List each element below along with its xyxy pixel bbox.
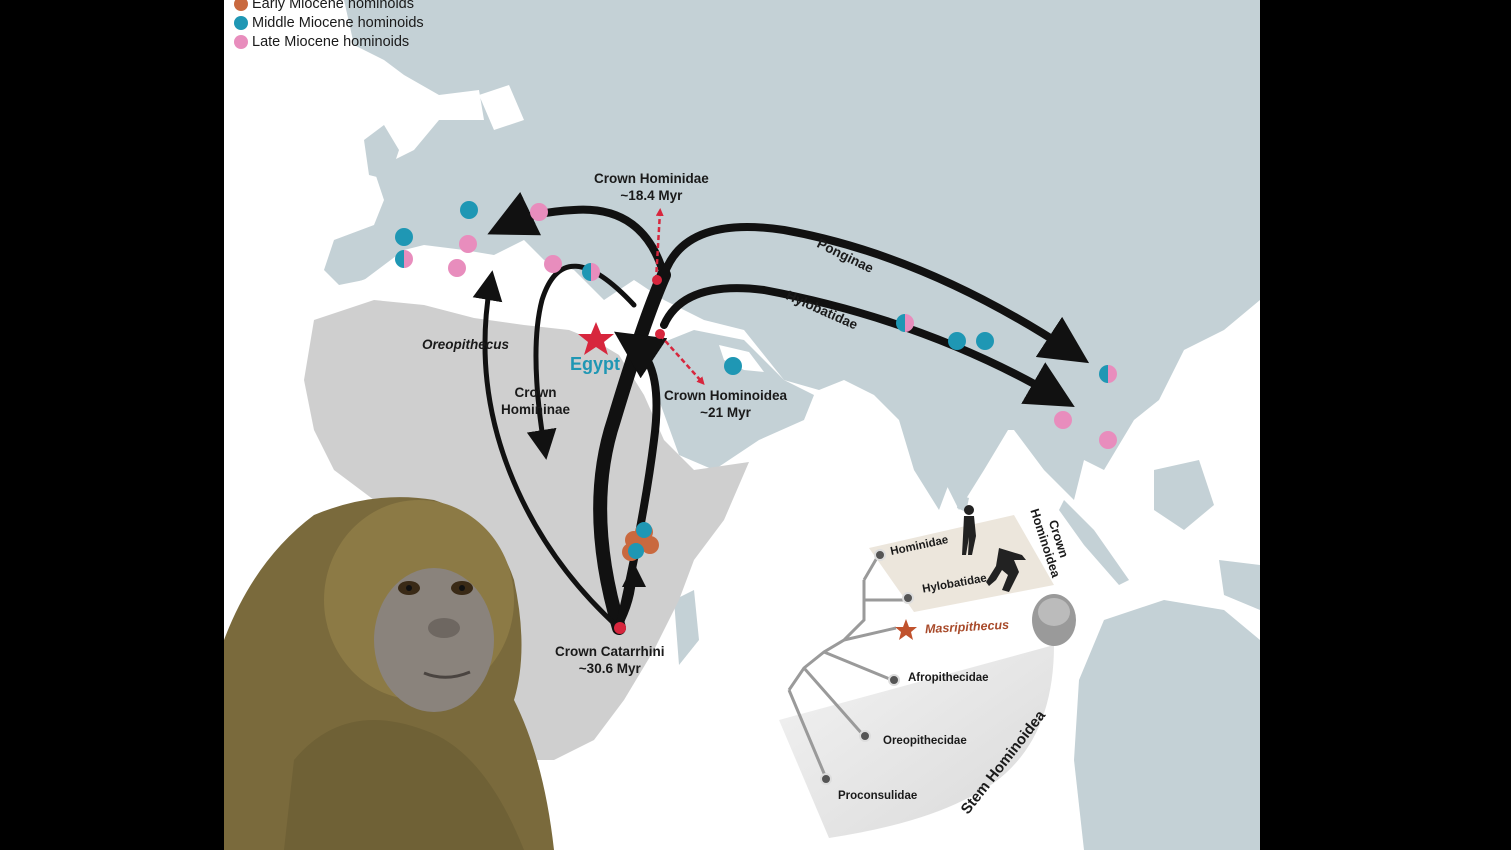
egypt-star-icon <box>578 322 614 355</box>
crown-hominoidea-age: ~21 Myr <box>700 405 751 420</box>
map-canvas <box>224 0 1260 850</box>
route-to-europe <box>487 191 668 279</box>
tree-label-oreopithecidae: Oreopithecidae <box>883 735 967 747</box>
route-ponginae <box>660 223 1090 364</box>
crown-hominidae-label: Crown Hominidae ~18.4 Myr <box>594 170 709 204</box>
crown-hominidae-text: Crown Hominidae <box>594 171 709 186</box>
crown-hominidae-age: ~18.4 Myr <box>620 188 683 203</box>
crown-hominoidea-text: Crown Hominoidea <box>664 388 788 403</box>
madagascar <box>674 590 699 665</box>
masripithecus-skull-icon <box>1032 594 1076 646</box>
india-landmass <box>904 390 1014 510</box>
phylogeny-tree <box>787 555 908 779</box>
australia-landmass <box>1074 600 1260 850</box>
ape-illustration <box>224 497 554 850</box>
tree-label-proconsulidae: Proconsulidae <box>838 790 918 802</box>
africa-landmass <box>304 300 749 760</box>
persian-gulf <box>719 345 764 372</box>
crown-hominoidea-label: Crown Hominoidea ~21 Myr <box>664 387 787 421</box>
tree-nodes <box>820 549 914 785</box>
masripithecus-star-icon <box>895 619 917 640</box>
new-guinea <box>1219 560 1260 610</box>
legend-swatch <box>234 0 248 11</box>
migration-routes <box>472 191 1090 635</box>
oreopithecus-label: Oreopithecus <box>422 337 510 352</box>
sumatra <box>1059 500 1129 585</box>
crown-homininae-label: Crown Homininae <box>501 384 570 418</box>
legend-swatch <box>234 15 248 30</box>
japan <box>1219 250 1254 300</box>
britain <box>364 125 399 180</box>
legend-label: Early Miocene hominoids <box>252 0 414 12</box>
egypt-label: Egypt <box>570 354 621 374</box>
borneo <box>1154 460 1214 530</box>
baltic-sea <box>479 85 524 130</box>
legend: Early Miocene hominoids Middle Miocene h… <box>234 0 424 51</box>
crown-catarrhini-label: Crown Catarrhini ~30.6 Myr <box>555 643 665 677</box>
crown-hominoidea-fan <box>869 515 1054 612</box>
gibbon-silhouette-icon <box>986 548 1026 592</box>
legend-item: Early Miocene hominoids <box>234 0 424 13</box>
figure-frame: Early Miocene hominoids Middle Miocene h… <box>224 0 1260 850</box>
crown-homininae-text: Crown <box>514 385 557 400</box>
human-silhouette-icon <box>962 505 976 555</box>
tree-label-afropithecidae: Afropithecidae <box>908 672 989 684</box>
stem-hominoidea-fan <box>779 645 1054 838</box>
route-oreopithecus <box>472 270 622 631</box>
divergence-nodes <box>614 275 665 634</box>
legend-item: Middle Miocene hominoids <box>234 13 424 32</box>
crown-catarrhini-age: ~30.6 Myr <box>578 661 641 676</box>
crown-homininae-text: Homininae <box>501 402 571 417</box>
node-age-arrows <box>654 208 705 385</box>
legend-item: Late Miocene hominoids <box>234 32 424 51</box>
route-main-north <box>593 268 671 635</box>
legend-swatch <box>234 34 248 49</box>
legend-label: Late Miocene hominoids <box>252 33 410 50</box>
crown-catarrhini-text: Crown Catarrhini <box>555 644 665 659</box>
legend-label: Middle Miocene hominoids <box>252 14 424 31</box>
route-hylobatidae <box>660 284 1075 407</box>
